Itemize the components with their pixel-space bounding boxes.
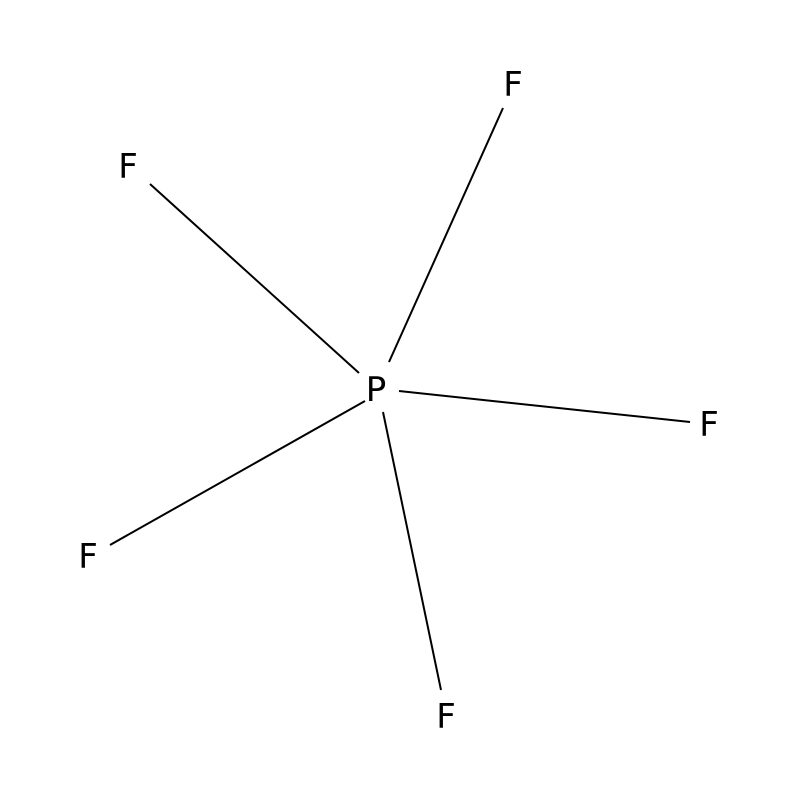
- atom-P: P: [365, 370, 387, 410]
- atom-F4: F: [78, 537, 98, 577]
- atom-F5: F: [436, 697, 456, 737]
- bond-P-F3: [398, 390, 691, 423]
- bond-P-F4: [109, 400, 366, 546]
- atom-F1: F: [503, 65, 523, 105]
- atom-F2: F: [118, 147, 138, 187]
- atom-F3: F: [699, 405, 719, 445]
- bond-P-F5: [382, 411, 442, 691]
- bond-P-F1: [388, 107, 504, 363]
- bond-P-F2: [149, 183, 360, 374]
